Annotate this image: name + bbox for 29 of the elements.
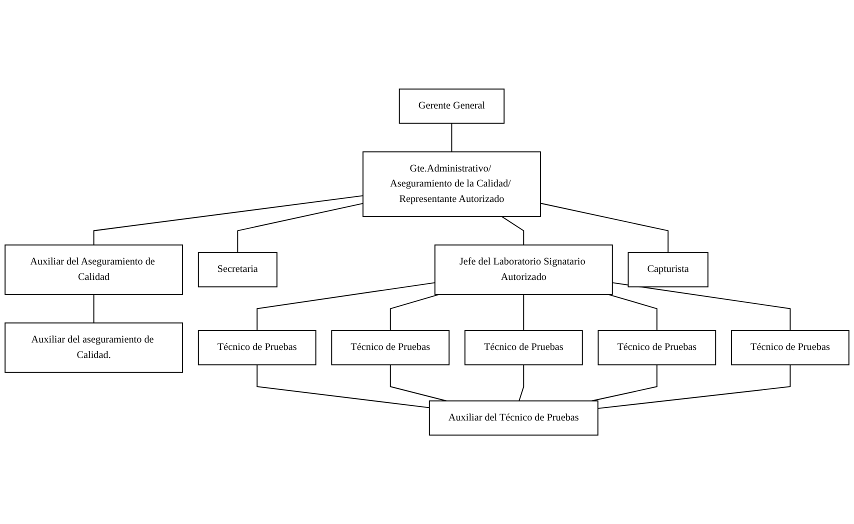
connector bbox=[608, 294, 658, 331]
node-box: Gte.Administrativo/ Aseguramiento de la Calidad/ Representante Autorizado bbox=[362, 151, 541, 217]
node-box: Técnico de Pruebas bbox=[331, 330, 450, 366]
connector bbox=[597, 364, 791, 409]
node-box: Capturista bbox=[628, 252, 708, 288]
node-box: Auxiliar del Aseguramiento de Calidad bbox=[4, 244, 184, 295]
connector bbox=[256, 282, 436, 331]
connector bbox=[390, 364, 447, 402]
node-box: Jefe del Laboratorio Signatario Autorizado bbox=[434, 244, 613, 295]
connector bbox=[390, 294, 440, 331]
connector bbox=[540, 202, 669, 253]
connector bbox=[93, 294, 94, 324]
connector bbox=[612, 282, 791, 331]
connector bbox=[501, 216, 524, 246]
node-box: Técnico de Pruebas bbox=[731, 330, 850, 366]
node-box: Técnico de Pruebas bbox=[464, 330, 583, 366]
connector bbox=[256, 364, 430, 408]
connector bbox=[591, 364, 658, 402]
node-box: Gerente General bbox=[398, 88, 505, 124]
connector bbox=[93, 195, 364, 246]
connector bbox=[451, 122, 452, 152]
connector bbox=[518, 364, 524, 402]
node-box: Secretaria bbox=[198, 252, 278, 288]
node-box: Auxiliar del Técnico de Pruebas bbox=[428, 400, 598, 436]
connector bbox=[523, 294, 524, 331]
connector bbox=[237, 202, 364, 253]
node-box: Técnico de Pruebas bbox=[198, 330, 316, 366]
node-box: Auxiliar del aseguramiento de Calidad. bbox=[4, 322, 184, 373]
node-box: Técnico de Pruebas bbox=[598, 330, 716, 366]
